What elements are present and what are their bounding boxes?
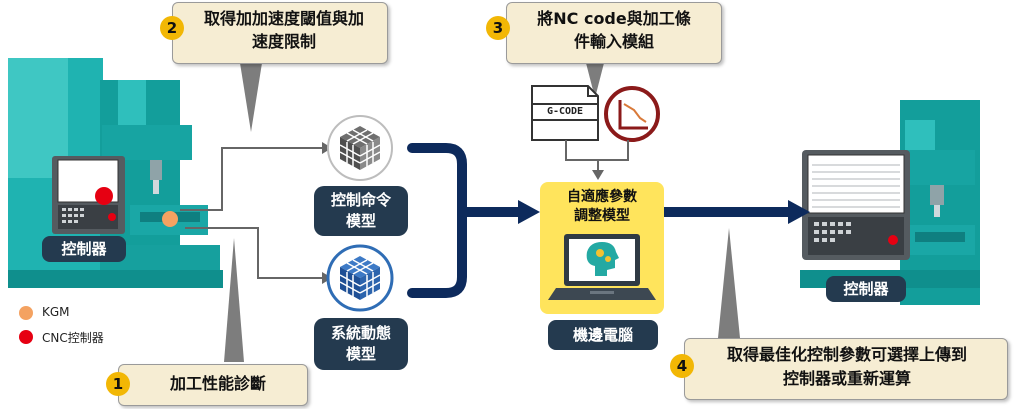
kgm-marker bbox=[162, 211, 178, 227]
callout-text-1: 加工性能診斷 bbox=[169, 374, 266, 393]
callout-number-1: 1 bbox=[106, 372, 130, 396]
arrow-to-computer bbox=[518, 200, 540, 224]
callout-number-2: 2 bbox=[160, 16, 184, 40]
connector-lines bbox=[180, 147, 322, 279]
callout-3-pointer bbox=[586, 63, 604, 98]
legend-kgm-label: KGM bbox=[42, 305, 70, 319]
left-controller-label: 控制器 bbox=[42, 236, 126, 262]
callout-box-2 bbox=[172, 2, 388, 64]
callout-text-2-line2: 速度限制 bbox=[251, 32, 316, 51]
right-cnc-machine bbox=[800, 100, 980, 305]
legend-cnc-label: CNC控制器 bbox=[42, 331, 104, 345]
callout-1-pointer bbox=[224, 238, 244, 362]
ai-head-gears-icon bbox=[586, 242, 619, 276]
control-command-model-line2: 模型 bbox=[345, 212, 376, 230]
callout-text-4-line1: 取得最佳化控制參數可選擇上傳到 bbox=[726, 345, 967, 364]
system-dynamic-model-line2: 模型 bbox=[345, 345, 376, 363]
callout-text-2-line1: 取得加加速度閾值與加 bbox=[203, 9, 364, 28]
callout-text-4-line2: 控制器或重新運算 bbox=[782, 369, 911, 388]
gcode-label: G-CODE bbox=[546, 106, 584, 117]
system-dynamic-model-pill: 系統動態 模型 bbox=[314, 318, 408, 370]
toolpath-chart-icon bbox=[604, 86, 660, 142]
callout-2-pointer bbox=[240, 63, 262, 132]
callout-number-4: 4 bbox=[670, 354, 694, 378]
adaptive-model-line1: 自適應參數 bbox=[567, 189, 637, 205]
right-controller-label: 控制器 bbox=[826, 276, 906, 302]
legend-cnc-dot bbox=[19, 330, 33, 344]
input-join-lines bbox=[565, 140, 629, 172]
gcode-file-icon bbox=[531, 85, 599, 141]
arrow-to-right-machine bbox=[788, 200, 810, 224]
callout-text-3-line1: 將NC code與加工條 bbox=[537, 9, 691, 28]
control-command-cube-icon bbox=[327, 115, 393, 181]
system-dynamic-model-line1: 系統動態 bbox=[330, 324, 391, 342]
merge-bracket bbox=[407, 143, 795, 298]
edge-computer-label: 機邊電腦 bbox=[548, 320, 658, 350]
callout-4-pointer bbox=[718, 228, 740, 338]
adaptive-model-title: 自適應參數 調整模型 bbox=[540, 188, 664, 226]
callout-number-3: 3 bbox=[486, 16, 510, 40]
callout-text-3-line2: 件輸入模組 bbox=[573, 32, 654, 51]
callout-box-4 bbox=[684, 338, 1008, 400]
adaptive-model-line2: 調整模型 bbox=[574, 208, 630, 224]
legend-kgm-dot bbox=[19, 306, 33, 320]
control-command-model-line1: 控制命令 bbox=[330, 191, 391, 209]
left-cnc-machine bbox=[8, 58, 223, 288]
cnc-controller-marker bbox=[95, 187, 113, 205]
system-dynamic-cube-icon bbox=[326, 244, 394, 312]
control-command-model-pill: 控制命令 模型 bbox=[314, 186, 408, 236]
callout-box-3 bbox=[506, 2, 722, 64]
